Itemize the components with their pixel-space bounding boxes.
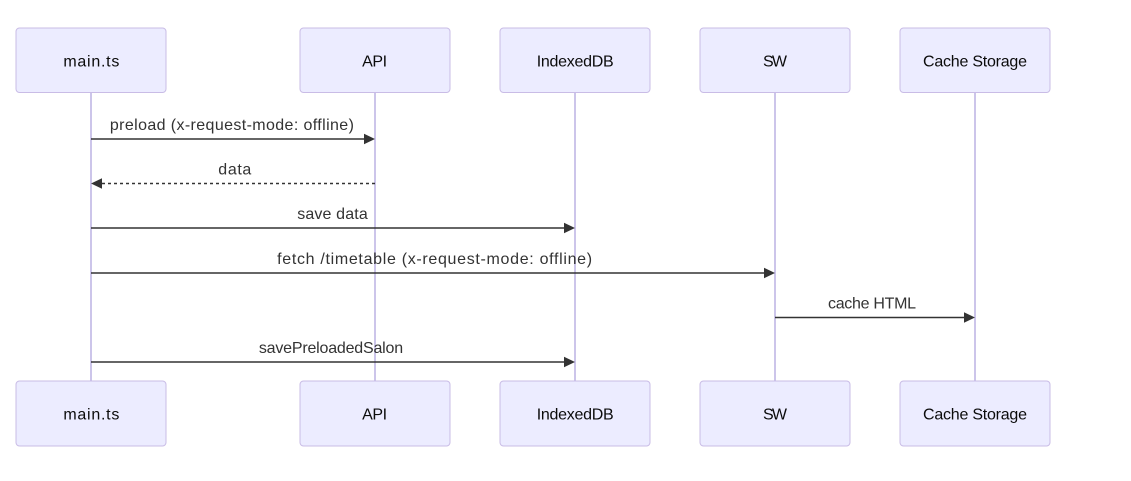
svg-text:main.ts: main.ts [63,54,119,71]
svg-text:save data: save data [297,206,368,223]
svg-text:cache HTML: cache HTML [828,296,916,313]
svg-text:SW: SW [763,407,788,424]
svg-text:API: API [362,407,387,424]
svg-text:IndexedDB: IndexedDB [537,54,614,71]
svg-text:main.ts: main.ts [63,407,119,424]
svg-text:savePreloadedSalon: savePreloadedSalon [259,340,403,357]
svg-text:API: API [362,54,387,71]
svg-text:fetch /timetable (x-request-mo: fetch /timetable (x-request-mode: offlin… [277,251,592,268]
svg-text:data: data [218,162,251,179]
svg-text:Cache Storage: Cache Storage [923,407,1027,424]
svg-text:IndexedDB: IndexedDB [537,407,614,424]
svg-text:Cache Storage: Cache Storage [923,54,1027,71]
svg-text:preload (x-request-mode: offli: preload (x-request-mode: offline) [110,117,354,134]
svg-text:SW: SW [763,54,788,71]
